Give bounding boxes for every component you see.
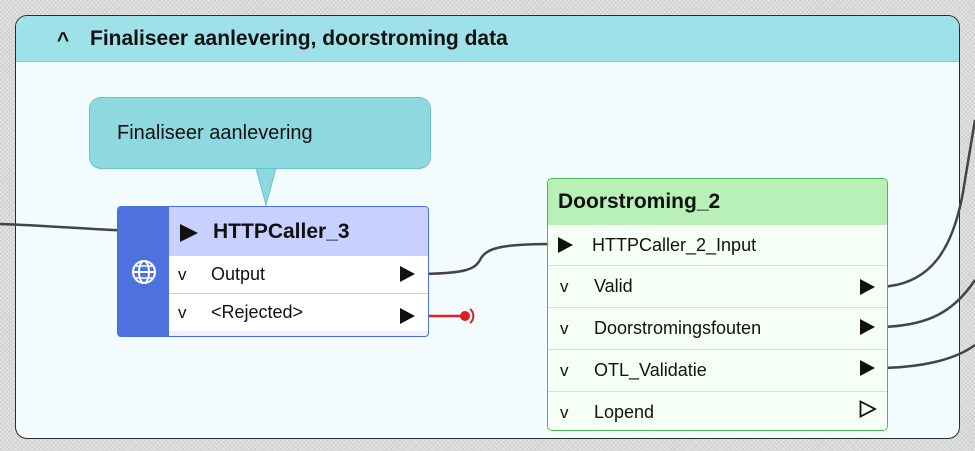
wire-valid-out[interactable] [875,119,975,289]
transformer-icon-bar [118,207,169,336]
transformer-header[interactable]: HTTPCaller_3 [169,207,428,257]
custom-transformer-doorstroming[interactable]: Doorstroming_2 HTTPCaller_2_Input v Vali… [547,178,888,431]
output-port-doorstromingsfouten[interactable]: v Doorstromingsfouten [548,308,887,350]
transformer-name: HTTPCaller_3 [213,219,350,243]
transformer-header[interactable]: Doorstroming_2 [548,179,887,225]
otl-port-arrow-icon[interactable] [858,358,878,378]
port-label: Lopend [594,402,655,422]
wire-doorstromingsfouten-out[interactable] [875,279,975,329]
chevron-down-icon[interactable]: v [560,276,569,296]
chevron-down-icon[interactable]: v [560,318,569,338]
transformer-httpcaller[interactable]: HTTPCaller_3 v Output v <Rejected> [117,206,429,337]
port-label: Doorstromingsfouten [594,318,762,338]
input-port-arrow-icon[interactable] [556,235,576,255]
bookmark-title: Finaliseer aanlevering, doorstroming dat… [90,26,508,50]
output-port-rejected[interactable]: v <Rejected> [169,294,428,331]
globe-icon [131,259,156,284]
annotation-callout[interactable]: Finaliseer aanlevering [89,97,431,169]
valid-port-arrow-icon[interactable] [858,277,878,297]
chevron-down-icon[interactable]: v [178,264,187,284]
lopend-port-arrow-icon[interactable] [858,399,878,419]
rejected-endpoint-icon[interactable] [460,311,470,321]
port-label: OTL_Validatie [594,360,707,380]
bookmark-header[interactable]: ^ Finaliseer aanlevering, doorstroming d… [16,16,959,62]
callout-tail [255,167,277,207]
output-port-otl-validatie[interactable]: v OTL_Validatie [548,350,887,392]
chevron-down-icon[interactable]: v [560,360,569,380]
port-label: <Rejected> [211,302,304,322]
output-port-valid[interactable]: v Valid [548,266,887,308]
input-port-arrow-icon[interactable] [178,222,202,244]
doorstromingsfouten-port-arrow-icon[interactable] [858,317,878,337]
wire-output-to-doorstroming[interactable] [413,242,556,276]
output-port-output[interactable]: v Output [169,256,428,294]
output-port-arrow-icon[interactable] [398,264,418,284]
port-label: HTTPCaller_2_Input [592,234,757,255]
chevron-down-icon[interactable]: v [560,402,569,422]
transformer-name: Doorstroming_2 [558,190,721,213]
rejected-endpoint-arc [469,308,475,324]
collapse-caret-icon[interactable]: ^ [56,28,70,52]
port-label: Valid [594,276,633,296]
port-label: Output [211,264,266,284]
output-port-lopend[interactable]: v Lopend [548,392,887,430]
rejected-port-arrow-icon[interactable] [398,306,418,326]
chevron-down-icon[interactable]: v [178,302,187,322]
wire-otl-out[interactable] [875,343,975,370]
input-port-httpcaller-2-input[interactable]: HTTPCaller_2_Input [548,225,887,266]
